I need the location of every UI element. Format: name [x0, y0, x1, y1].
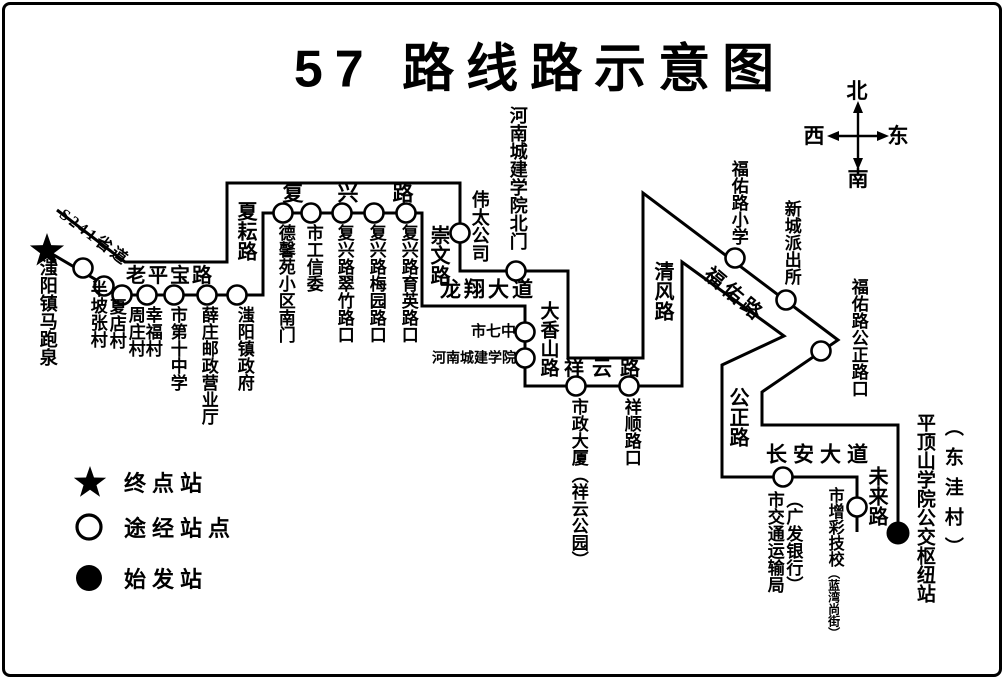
- station-label: 市政大厦（祥云公园）: [568, 398, 588, 568]
- origin-station-marker: [886, 521, 910, 545]
- station-label: 复兴路梅园路口: [366, 224, 386, 343]
- station-label: 半坡张村: [87, 280, 107, 348]
- station-label: 复兴路育英路口: [398, 224, 418, 343]
- compass-south-label: 南: [847, 167, 869, 191]
- station-label: 福佑路公正路口: [848, 278, 868, 397]
- station-label: 复兴路翠竹路口: [334, 224, 354, 343]
- station-label: 新城派出所: [781, 200, 801, 285]
- station-label: 河南城建学院北门: [507, 106, 528, 250]
- station-marker: [226, 284, 248, 306]
- road-label: 公正路: [726, 387, 748, 447]
- station-marker: [196, 284, 218, 306]
- legend-terminal-label: 终点站: [124, 471, 209, 496]
- station-label: 河南城建学院: [432, 351, 516, 367]
- road-label: 清风路: [651, 261, 673, 321]
- station-label: 周庄村: [125, 306, 145, 357]
- compass-rose: [827, 101, 889, 170]
- page-title: 57 路线路示意图: [293, 40, 787, 99]
- compass-arrow-north: [853, 101, 863, 113]
- origin-dot-icon: [76, 565, 102, 591]
- station-marker: [505, 260, 527, 282]
- station-marker: [514, 347, 536, 369]
- station-marker: [136, 284, 158, 306]
- road-label: 长安大道: [766, 442, 874, 467]
- route-outer-edge: [56, 181, 900, 533]
- station-marker: [618, 375, 640, 397]
- road-label: 祥云路: [564, 358, 648, 380]
- station-marker: [810, 340, 832, 362]
- station-marker: [163, 284, 185, 306]
- road-label: 崇文路: [427, 225, 449, 285]
- road-label: 大香山路: [537, 301, 559, 377]
- legend-origin-label: 始发站: [124, 567, 209, 592]
- station-label: 市第十中学: [167, 306, 187, 391]
- station-label: 市交通运输局 （广发银行）: [764, 491, 803, 593]
- station-marker: [93, 275, 115, 297]
- station-marker: [111, 284, 133, 306]
- station-marker: [395, 202, 417, 224]
- station-label: 薛庄邮政营业厅: [198, 306, 218, 425]
- compass-east-label: 东: [887, 124, 909, 148]
- compass-arrow-south: [853, 158, 863, 170]
- legend-waypoint-label: 途经站点: [124, 516, 237, 541]
- station-marker: [724, 247, 746, 269]
- origin-station-label: 平顶山学院公交枢纽站: [913, 413, 935, 603]
- station-label: 幸福村: [142, 306, 162, 357]
- station-label: 夏店村: [106, 298, 126, 349]
- compass-north-label: 北: [846, 79, 868, 103]
- station-label: 祥顺路口: [621, 398, 641, 466]
- station-marker: [514, 321, 536, 343]
- terminal-station-marker: [29, 233, 65, 266]
- road-label: 夏耘路: [234, 201, 256, 261]
- legend-origin-row: 始发站: [70, 558, 208, 598]
- station-marker: [565, 375, 587, 397]
- station-marker: [775, 289, 797, 311]
- station-marker: [72, 257, 94, 279]
- station-label: 市七中: [470, 323, 516, 340]
- station-label: 德馨苑小区南门: [275, 224, 295, 343]
- terminal-station-label: 滍阳镇马跑泉: [37, 258, 58, 366]
- road-label: 复兴路: [282, 181, 448, 206]
- station-marker: [331, 202, 353, 224]
- station-marker: [300, 202, 322, 224]
- legend-terminal-row: 终点站: [70, 462, 208, 502]
- station-label: 福佑路小学: [728, 160, 748, 245]
- station-marker: [449, 222, 471, 244]
- station-label: 市工信委: [303, 224, 323, 292]
- road-label: 未来路: [865, 466, 887, 526]
- station-marker: [846, 496, 868, 518]
- road-label: 老平宝路: [126, 265, 214, 287]
- station-marker: [363, 202, 385, 224]
- station-label: 市增彩技校（蓝湾尚街）: [825, 487, 843, 639]
- terminal-star-icon: [73, 466, 107, 497]
- compass-arrow-east: [877, 131, 889, 141]
- legend-waypoint-row: 途经站点: [70, 507, 236, 547]
- compass-arrow-west: [827, 131, 839, 141]
- station-label: 滍阳镇政府: [234, 306, 254, 391]
- route-inner-edge: [46, 211, 859, 532]
- station-label: 伟太公司: [469, 190, 490, 262]
- road-label: 龙翔大道: [440, 277, 536, 302]
- compass-west-label: 西: [803, 124, 825, 148]
- origin-station-alt-label: （东洼村）: [941, 417, 963, 567]
- station-marker: [272, 202, 294, 224]
- waypoint-circle-icon: [75, 513, 103, 541]
- station-marker: [772, 466, 794, 488]
